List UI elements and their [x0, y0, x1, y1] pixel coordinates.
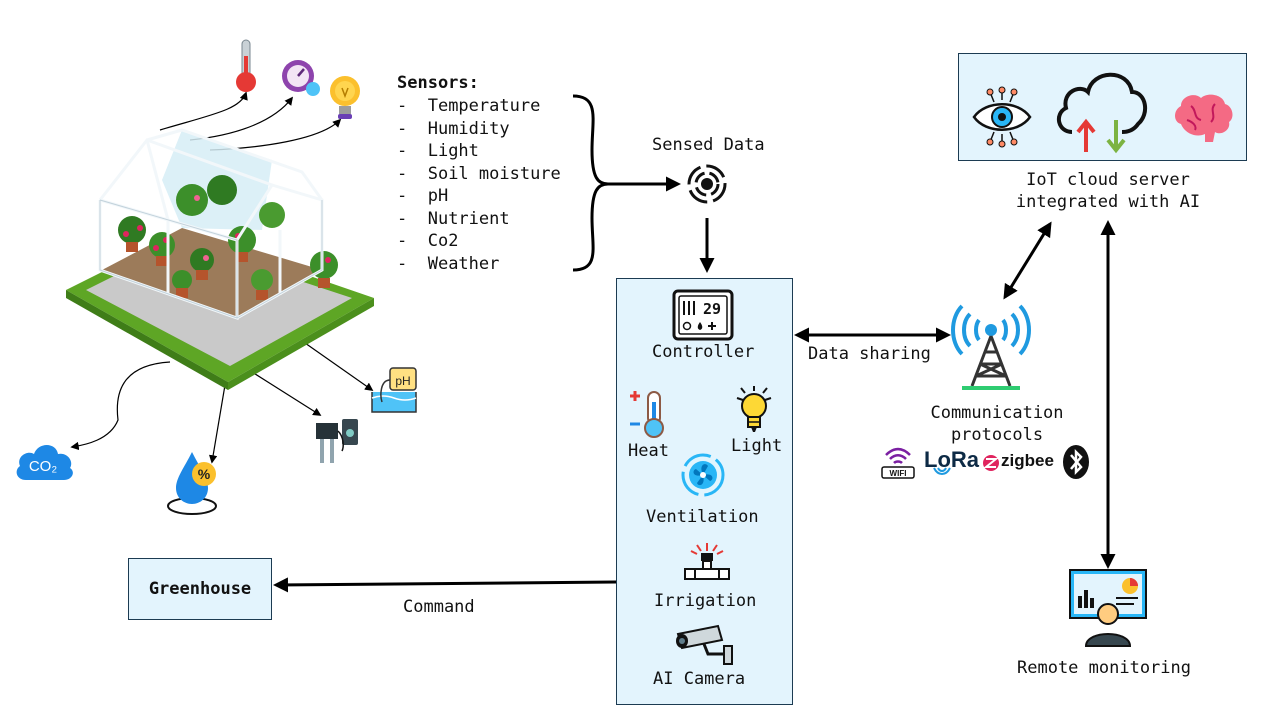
remote-monitoring-label: Remote monitoring	[1017, 658, 1191, 678]
irrigation-sprinkler-icon	[684, 543, 730, 580]
ai-camera-label: AI Camera	[653, 669, 746, 689]
zigbee-logo-icon	[983, 455, 999, 471]
greenhouse-box: Greenhouse	[128, 558, 272, 620]
soil-moisture-sensor-icon	[316, 419, 358, 463]
wifi-logo-icon: WIFI	[881, 447, 915, 479]
communication-protocols-label: Communication protocols	[930, 403, 1064, 445]
ventilation-fan-icon	[681, 453, 725, 497]
ai-camera-icon	[676, 624, 733, 665]
ai-brain-icon	[1175, 94, 1233, 142]
zigbee-logo-text: zigbee	[1001, 451, 1054, 470]
light-bulb-icon	[736, 386, 772, 432]
sensor-item: Humidity	[397, 118, 561, 141]
greenhouse-label: Greenhouse	[148, 579, 252, 599]
controller-device-icon: 29	[672, 289, 734, 341]
greenhouse-illustration	[66, 128, 374, 390]
controller-label: Controller	[652, 342, 755, 362]
controller-display-value: 29	[703, 300, 721, 318]
thermometer-icon	[236, 39, 256, 92]
humidity-percent-symbol: %	[198, 466, 211, 482]
ph-label: pH	[395, 374, 410, 388]
sensor-item: Temperature	[397, 95, 561, 118]
line-to-soil-sensor	[251, 371, 322, 416]
sensor-signal-icon	[687, 164, 727, 204]
sensor-item: Soil moisture	[397, 163, 561, 186]
arrow-tower-cloud	[1003, 221, 1052, 300]
line-to-ph-sensor	[304, 342, 374, 391]
lora-logo: LoRa	[924, 447, 979, 472]
sensor-brace	[572, 94, 609, 272]
command-label: Command	[403, 597, 475, 617]
sensor-list: TemperatureHumidityLightSoil moisturepHN…	[397, 95, 561, 275]
ai-eye-network-icon	[972, 86, 1032, 148]
heat-label: Heat	[628, 441, 669, 461]
ph-sensor-icon: pH	[371, 367, 417, 413]
curve-to-thermometer	[159, 91, 248, 131]
humidity-drop-icon: %	[167, 452, 217, 515]
curve-to-co2	[70, 361, 171, 451]
irrigation-label: Irrigation	[654, 591, 757, 611]
wifi-logo-text: WIFI	[890, 469, 907, 478]
co2-cloud-icon: CO₂	[16, 445, 73, 480]
sensor-item: Nutrient	[397, 208, 561, 231]
sensor-item: pH	[397, 185, 561, 208]
sensor-item: Weather	[397, 253, 561, 276]
cloud-sync-icon	[1056, 72, 1148, 154]
heat-thermometer-icon	[630, 391, 664, 438]
line-to-humidity	[208, 384, 226, 464]
data-sharing-label: Data sharing	[808, 344, 931, 364]
ventilation-label: Ventilation	[646, 507, 759, 527]
light-label: Light	[731, 436, 783, 456]
lightbulb-sensor-icon	[330, 76, 360, 119]
sensor-item: Co2	[397, 230, 561, 253]
communication-tower-icon	[951, 304, 1031, 390]
arrow-command	[273, 577, 617, 593]
sensor-item: Light	[397, 140, 561, 163]
cloud-server-label: IoT cloud server integrated with AI	[1015, 170, 1201, 212]
sensors-heading: Sensors:	[397, 73, 479, 93]
hygrometer-gauge-icon	[282, 60, 320, 96]
sensed-data-label: Sensed Data	[652, 135, 765, 155]
bluetooth-logo-icon	[1063, 445, 1089, 479]
lora-signal-icon	[933, 467, 951, 475]
co2-label: CO₂	[29, 458, 58, 475]
remote-monitoring-icon	[1069, 569, 1147, 647]
